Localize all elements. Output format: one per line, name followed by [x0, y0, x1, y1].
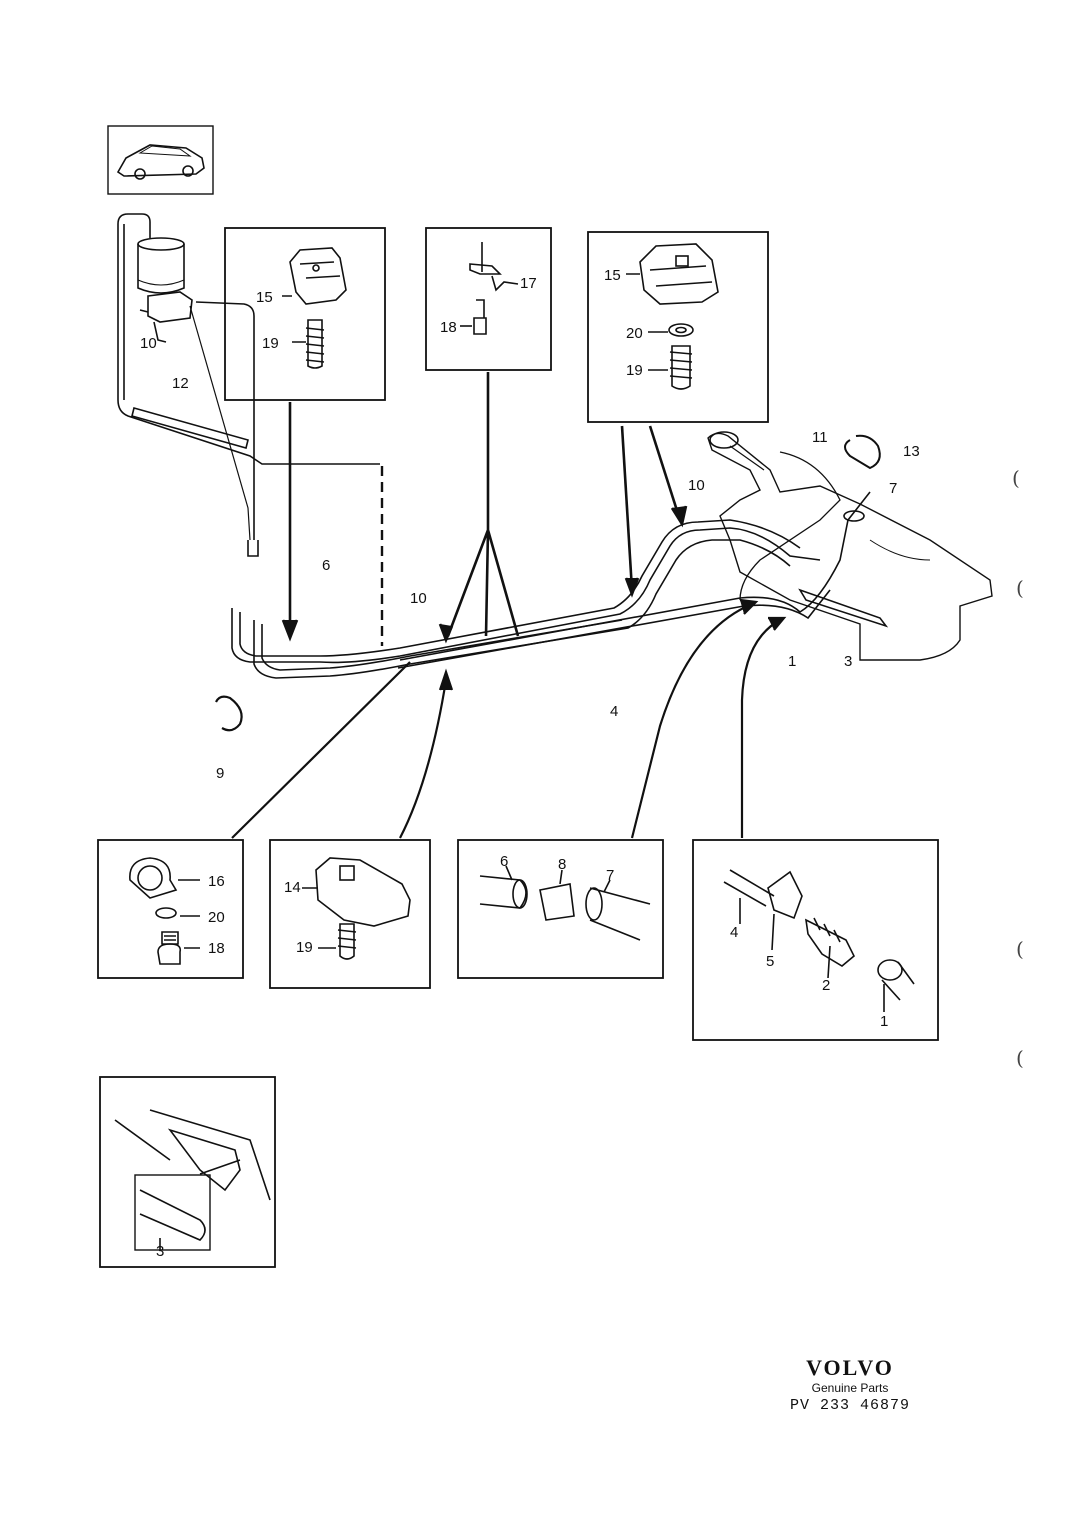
callout-15: 15	[604, 267, 621, 284]
callout-6: 6	[500, 853, 508, 870]
detail-box-clamp-16	[97, 839, 244, 979]
fuel-tank-illustration	[707, 431, 993, 661]
callout-15: 15	[256, 289, 273, 306]
callout-3: 3	[156, 1243, 164, 1260]
detail-box-clip-15-a	[224, 227, 386, 401]
callout-18: 18	[440, 319, 457, 336]
callout-10: 10	[688, 477, 705, 494]
callout-1: 1	[788, 653, 796, 670]
callout-18: 18	[208, 940, 225, 957]
strip-part-12	[131, 407, 249, 449]
callout-20: 20	[208, 909, 225, 926]
leader-lines	[231, 598, 787, 839]
margin-mark: (	[1016, 576, 1024, 600]
callout-9: 9	[216, 765, 224, 782]
pointer-arrows	[281, 372, 688, 644]
callout-5: 5	[766, 953, 774, 970]
callout-4: 4	[610, 703, 618, 720]
detail-box-clip-15-b	[587, 231, 769, 423]
margin-mark: (	[1016, 937, 1024, 961]
clip-part-13	[844, 434, 881, 470]
callout-17: 17	[520, 275, 537, 292]
volvo-logo: VOLVO	[806, 1355, 894, 1380]
callout-16: 16	[208, 873, 225, 890]
callout-10: 10	[410, 590, 427, 607]
callout-4: 4	[730, 924, 738, 941]
callout-20: 20	[626, 325, 643, 342]
detail-box-bracket-17	[425, 227, 552, 371]
vehicle-thumbnail	[107, 125, 214, 195]
margin-mark: (	[1016, 1046, 1024, 1070]
clip-part-9	[215, 695, 243, 732]
callout-14: 14	[284, 879, 301, 896]
brand-block: VOLVO Genuine Parts	[780, 1355, 920, 1395]
callout-19: 19	[296, 939, 313, 956]
callout-3: 3	[844, 653, 852, 670]
callout-13: 13	[903, 443, 920, 460]
detail-box-clip-14	[269, 839, 431, 989]
detail-box-hose-connector	[457, 839, 664, 979]
callout-11: 11	[812, 429, 828, 446]
margin-mark: (	[1012, 466, 1020, 490]
callout-19: 19	[626, 362, 643, 379]
callout-1: 1	[880, 1013, 888, 1030]
callout-7: 7	[606, 867, 614, 884]
callout-7: 7	[889, 480, 897, 497]
part-code: PV 233 46879	[790, 1397, 911, 1414]
detail-box-strip-3	[99, 1076, 276, 1268]
fuel-lines	[231, 451, 871, 679]
callout-10: 10	[140, 335, 157, 352]
callout-2: 2	[822, 977, 830, 994]
brand-tagline: Genuine Parts	[811, 1381, 889, 1395]
callout-19: 19	[262, 335, 279, 352]
detail-box-fitting	[692, 839, 939, 1041]
callout-8: 8	[558, 856, 566, 873]
valve-illustration	[139, 291, 259, 557]
callout-12: 12	[172, 375, 189, 392]
callout-6: 6	[322, 557, 330, 574]
